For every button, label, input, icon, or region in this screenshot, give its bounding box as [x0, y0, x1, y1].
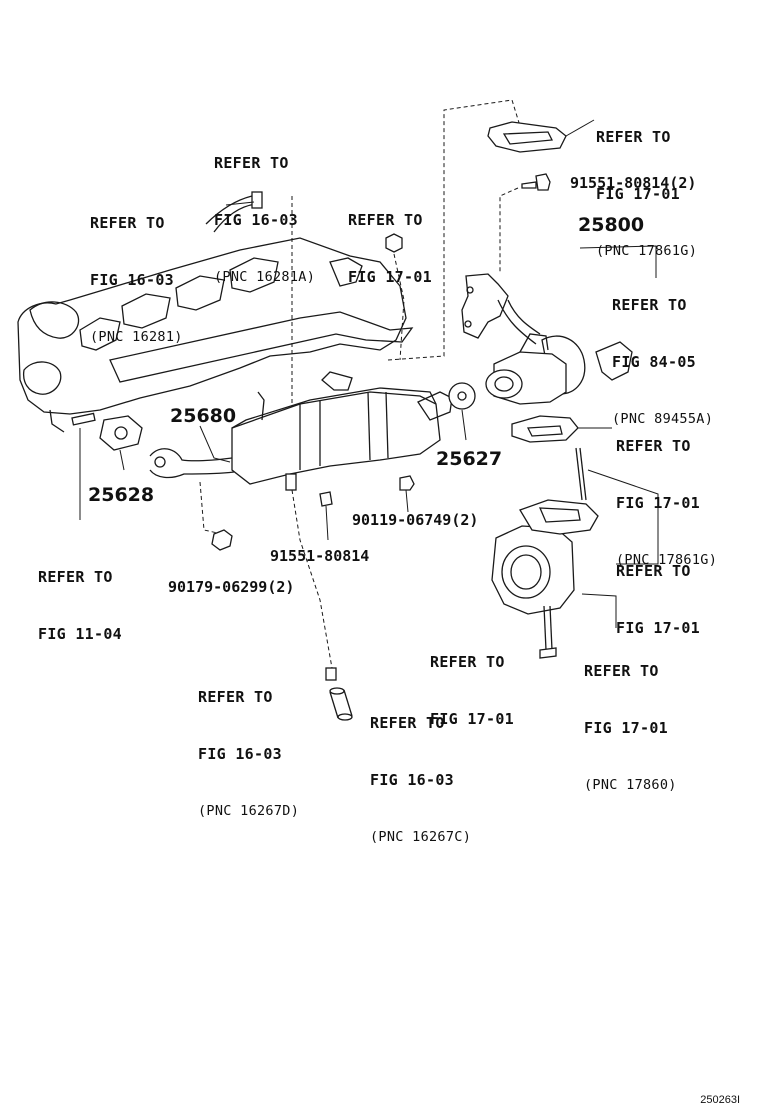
part-91551-80814: 91551-80814	[270, 547, 370, 565]
ref-throttle: REFER TO FIG 17-01	[616, 524, 700, 657]
ref-pnc: (PNC 16267D)	[198, 803, 300, 819]
ref-top-left: REFER TO FIG 16-03 (PNC 16281)	[90, 176, 183, 366]
ref-lower-right: REFER TO FIG 17-01 (PNC 17860)	[584, 624, 677, 814]
part-25627: 25627	[436, 448, 503, 470]
bolt-91551-lower	[319, 491, 333, 541]
ref-line: REFER TO	[584, 662, 659, 680]
figure-id: 250263I	[700, 1094, 740, 1106]
egr-cooler	[149, 371, 453, 669]
ref-top-right: REFER TO FIG 17-01 (PNC 17861G)	[596, 90, 697, 280]
ref-pnc: (PNC 16267C)	[370, 829, 472, 845]
gasket-25627	[448, 382, 476, 441]
ref-pnc: (PNC 17861G)	[596, 243, 698, 259]
stud	[71, 412, 96, 520]
ref-line: FIG 11-04	[38, 625, 122, 643]
part-90179-06299-2: 90179-06299(2)	[168, 578, 295, 596]
cylinder-head-outline	[17, 237, 414, 433]
ref-line: FIG 17-01	[584, 719, 668, 737]
ref-line: FIG 16-03	[370, 771, 454, 789]
ref-line: FIG 17-01	[430, 710, 514, 728]
ref-line: FIG 17-01	[596, 185, 680, 203]
leader-lines	[199, 201, 255, 463]
ref-line: REFER TO	[370, 714, 445, 732]
ref-gasket-right: REFER TO FIG 17-01 (PNC 17861G)	[616, 399, 717, 589]
ref-bolt: REFER TO FIG 17-01	[430, 615, 514, 748]
ref-line: REFER TO	[214, 154, 289, 172]
ref-valve: REFER TO FIG 84-05 (PNC 89455A)	[612, 258, 713, 448]
ref-line: REFER TO	[616, 437, 691, 455]
ref-line: REFER TO	[348, 211, 423, 229]
egr-valve-25800	[485, 245, 657, 405]
ref-line: REFER TO	[38, 568, 113, 586]
ref-line: REFER TO	[596, 128, 671, 146]
ref-line: FIG 16-03	[198, 745, 282, 763]
part-25680: 25680	[170, 405, 237, 427]
throttle-body	[491, 499, 617, 628]
upper-gasket	[487, 119, 595, 153]
ref-pnc: (PNC 89455A)	[612, 411, 714, 427]
ref-line: FIG 84-05	[612, 353, 696, 371]
part-90119-06749-2: 90119-06749(2)	[352, 511, 479, 529]
nut	[385, 99, 521, 361]
part-91551-80814-2: 91551-80814(2)	[570, 174, 697, 192]
part-25628: 25628	[88, 484, 155, 506]
bracket	[461, 273, 541, 345]
ref-hose-left: REFER TO FIG 16-03 (PNC 16267D)	[198, 650, 299, 840]
ref-left: REFER TO FIG 11-04	[38, 530, 122, 663]
gasket-lower	[511, 415, 612, 443]
ref-pnc: (PNC 17860)	[584, 777, 677, 793]
bolt-91551-upper	[499, 173, 551, 272]
ref-hose-right: REFER TO FIG 16-03 (PNC 16267C)	[370, 676, 471, 866]
ref-line: FIG 17-01	[616, 494, 700, 512]
ref-top-mid: REFER TO FIG 16-03 (PNC 16281A)	[214, 116, 315, 306]
ref-pnc: (PNC 16281A)	[214, 269, 316, 285]
lower-hose	[325, 667, 353, 721]
ref-line: REFER TO	[612, 296, 687, 314]
ref-mid: REFER TO FIG 17-01	[348, 173, 432, 306]
ref-line: REFER TO	[430, 653, 505, 671]
ref-line: REFER TO	[90, 214, 165, 232]
ref-line: REFER TO	[616, 562, 691, 580]
part-25800: 25800	[578, 214, 645, 236]
gasket-25628	[99, 415, 143, 471]
long-stud	[575, 447, 659, 565]
lower-bolt	[539, 605, 557, 659]
bolt-90119	[399, 475, 415, 513]
ref-line: FIG 17-01	[616, 619, 700, 637]
ref-line: REFER TO	[198, 688, 273, 706]
ref-line: FIG 16-03	[90, 271, 174, 289]
nut-90179	[211, 529, 233, 551]
ref-pnc: (PNC 16281)	[90, 329, 183, 345]
ref-pnc: (PNC 17861G)	[616, 552, 718, 568]
ref-line: FIG 17-01	[348, 268, 432, 286]
ref-line: FIG 16-03	[214, 211, 298, 229]
